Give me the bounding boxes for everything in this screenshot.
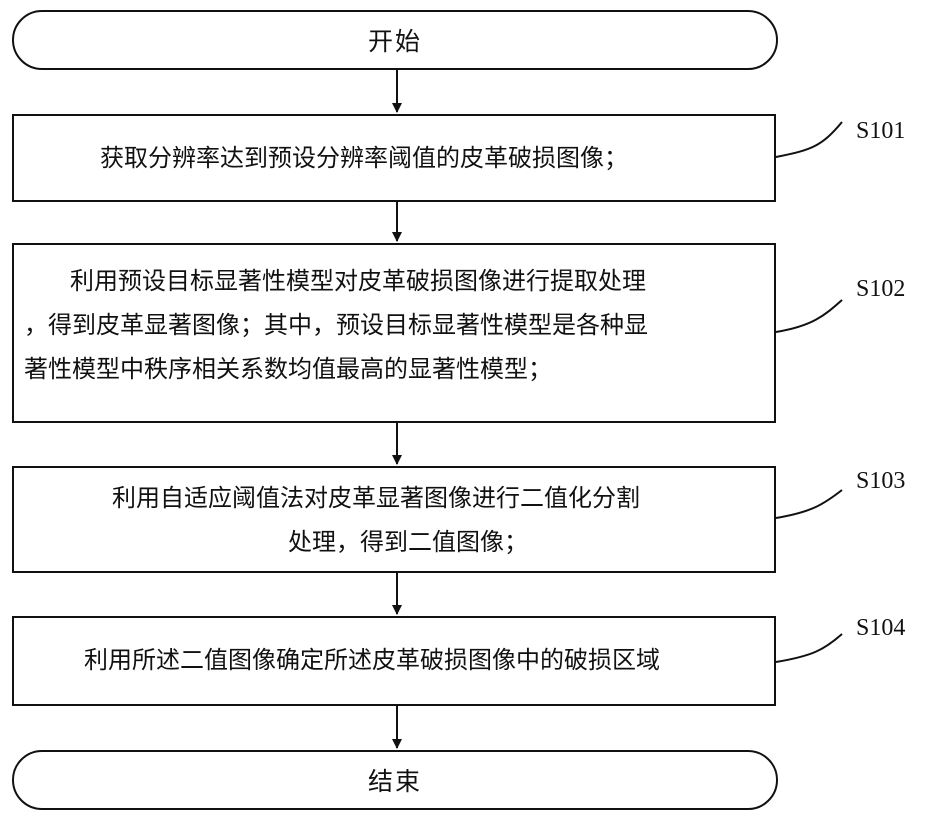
step-s103-box: 利用自适应阈值法对皮革显著图像进行二值化分割 处理，得到二值图像；	[12, 466, 776, 573]
step-s104-line: 利用所述二值图像确定所述皮革破损图像中的破损区域	[24, 638, 764, 682]
step-s103-line-1: 利用自适应阈值法对皮革显著图像进行二值化分割	[24, 476, 764, 520]
step-s101-line: 获取分辨率达到预设分辨率阈值的皮革破损图像；	[100, 136, 764, 180]
leader-s102	[776, 300, 842, 332]
leader-s103	[776, 490, 842, 518]
step-s102-box: 利用预设目标显著性模型对皮革破损图像进行提取处理 ，得到皮革显著图像；其中，预设…	[12, 243, 776, 423]
end-label: 结束	[368, 762, 422, 798]
start-label: 开始	[368, 22, 422, 58]
step-s102-label: S102	[856, 276, 905, 303]
step-s101-label: S101	[856, 118, 905, 145]
step-s102-line-1: 利用预设目标显著性模型对皮革破损图像进行提取处理	[24, 259, 764, 303]
step-s103-line-2: 处理，得到二值图像；	[24, 520, 764, 564]
leader-s101	[776, 122, 842, 157]
end-node: 结束	[12, 750, 778, 810]
step-s103-label: S103	[856, 468, 905, 495]
leader-s104	[776, 634, 842, 662]
step-s102-line-2: ，得到皮革显著图像；其中，预设目标显著性模型是各种显	[24, 303, 764, 347]
step-s104-box: 利用所述二值图像确定所述皮革破损图像中的破损区域	[12, 616, 776, 706]
step-s102-line-3: 著性模型中秩序相关系数均值最高的显著性模型；	[24, 347, 764, 391]
step-s101-box: 获取分辨率达到预设分辨率阈值的皮革破损图像；	[12, 114, 776, 202]
start-node: 开始	[12, 10, 778, 70]
step-s104-label: S104	[856, 615, 905, 642]
